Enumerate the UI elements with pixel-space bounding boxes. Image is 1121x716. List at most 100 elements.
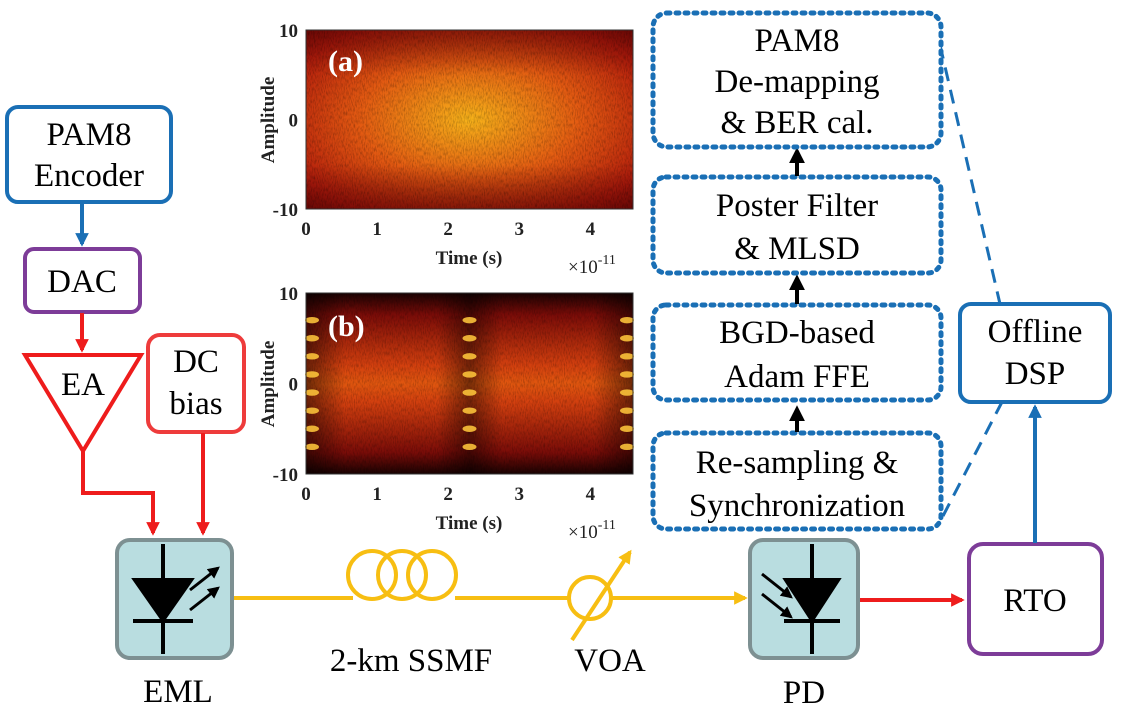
ea-amplifier: EA: [21, 353, 145, 455]
eye-crossing-mark: [305, 389, 319, 396]
dsp-step-line3: & BER cal.: [720, 105, 873, 141]
photodiode-icon: [761, 544, 842, 654]
pam8-encoder-label-line2: Encoder: [34, 158, 144, 194]
eye-crossing-mark: [462, 389, 477, 396]
dsp-step-line2: Synchronization: [689, 488, 905, 524]
eye-crossing-mark: [305, 443, 319, 451]
eye-crossing-mark: [305, 335, 319, 342]
rto-block: RTO: [967, 542, 1104, 656]
plot-b-x-axis-label: Time (s): [436, 513, 503, 534]
eye-crossing-mark: [620, 443, 634, 451]
dsp-step-resampling-sync: Re-sampling & Synchronization: [650, 430, 944, 532]
laser-diode-icon: [131, 544, 220, 654]
x-tick-label: 1: [372, 219, 382, 240]
x-tick-label: 4: [586, 484, 596, 505]
plot-b-panel-label: (b): [328, 310, 365, 343]
eye-crossing-mark: [462, 443, 477, 451]
plot-a-noise: [306, 30, 633, 209]
dsp-chain: Re-sampling & Synchronization BGD-based …: [650, 10, 944, 532]
dsp-step-line1: BGD-based: [719, 315, 875, 351]
eye-crossing-mark: [620, 371, 634, 378]
eye-crossing-mark: [620, 425, 634, 432]
plot-b-x-exponent: ×10-11: [568, 518, 616, 543]
dsp-step-box: [650, 302, 944, 403]
eye-crossing-mark: [620, 389, 634, 396]
y-tick-label: -10: [273, 465, 298, 486]
x-tick-label: 2: [443, 219, 453, 240]
dc-bias-label-line2: bias: [169, 386, 222, 422]
dsp-step-line1: Poster Filter: [716, 188, 878, 224]
plot-a-y-axis-label: Amplitude: [258, 77, 279, 164]
y-tick-label: 10: [279, 284, 298, 305]
dsp-step-poster-filter-mlsd: Poster Filter & MLSD: [650, 174, 944, 276]
dc-bias-block: DC bias: [146, 333, 246, 434]
eye-crossing-mark: [462, 353, 477, 360]
plot-b-frame: [305, 292, 634, 475]
eye-crossing-mark: [462, 316, 477, 324]
offline-dsp-label-line1: Offline: [988, 314, 1083, 350]
eye-crossing-mark: [305, 316, 319, 324]
dsp-expansion-line-top: [938, 44, 1002, 305]
x-tick-label: 3: [515, 484, 525, 505]
plot-a-panel-label: (a): [328, 45, 363, 78]
rto-box: [967, 542, 1104, 656]
x-tick-label: 4: [586, 219, 596, 240]
dsp-step-line2: & MLSD: [734, 231, 860, 267]
dac-label: DAC: [47, 264, 117, 300]
y-tick-label: 0: [289, 375, 299, 396]
eye-crossing-mark: [305, 407, 319, 414]
y-tick-label: 0: [289, 111, 299, 132]
eye-crossing-mark: [462, 425, 477, 432]
x-tick-label: 2: [443, 484, 453, 505]
x-tick-label: 1: [372, 484, 382, 505]
y-tick-label: 10: [279, 21, 298, 42]
dac-box: [23, 247, 142, 314]
eye-crossing-mark: [620, 407, 634, 414]
eye-crossing-mark: [620, 316, 634, 324]
dc-bias-box: [146, 333, 246, 434]
eye-crossing-mark: [305, 371, 319, 378]
eye-diagram-plot-a: (a) 10 0 -10 0 1 2 3 4 Amplitude Time (s) ×10-…: [258, 21, 634, 278]
plot-a-frame: [305, 29, 634, 210]
eye-crossing-mark: [620, 353, 634, 360]
plot-a-y-ticks: 10 0 -10: [273, 21, 298, 221]
plot-b-y-axis-label: Amplitude: [258, 341, 279, 428]
eye-crossing-mark: [462, 371, 477, 378]
dsp-step-box: [650, 10, 944, 150]
dsp-step-pam8-demapping-ber: PAM8 De-mapping & BER cal.: [650, 10, 944, 150]
offline-dsp-label-line2: DSP: [1005, 356, 1066, 392]
eye-crossing-mark: [620, 335, 634, 342]
dsp-step-line1: PAM8: [755, 23, 840, 59]
x-tick-label: 0: [301, 484, 311, 505]
fiber-spool-icon: [346, 549, 458, 601]
plot-a-x-exponent: ×10-11: [568, 253, 616, 278]
y-tick-label: -10: [273, 200, 298, 221]
plot-a-x-axis-label: Time (s): [436, 248, 503, 269]
ea-label: EA: [61, 367, 105, 403]
plot-b-y-ticks: 10 0 -10: [273, 284, 298, 486]
offline-dsp-box: [958, 302, 1112, 404]
ea-to-eml-arrow: [81, 451, 160, 536]
dsp-step-box: [650, 174, 944, 276]
eml-device: EML: [115, 538, 234, 710]
pam8-encoder-box: [5, 105, 173, 204]
offline-dsp-block: Offline DSP: [958, 302, 1112, 404]
ssmf-label: 2-km SSMF: [330, 643, 492, 679]
pd-label: PD: [783, 675, 825, 711]
dac-block: DAC: [23, 247, 142, 314]
voa-label: VOA: [574, 643, 646, 679]
dsp-step-box: [650, 430, 944, 532]
eye-crossing-mark: [305, 425, 319, 432]
plot-b-x-ticks: 0 1 2 3 4: [301, 484, 595, 505]
x-tick-label: 3: [515, 219, 525, 240]
dsp-step-line2: Adam FFE: [724, 359, 870, 395]
plot-b-eye-crossings: [305, 316, 634, 451]
pd-device: PD: [748, 538, 860, 711]
rto-label: RTO: [1003, 583, 1066, 619]
dsp-step-line1: Re-sampling &: [696, 445, 899, 481]
dsp-expansion-line-bottom: [941, 401, 1004, 517]
eye-crossing-mark: [462, 335, 477, 342]
